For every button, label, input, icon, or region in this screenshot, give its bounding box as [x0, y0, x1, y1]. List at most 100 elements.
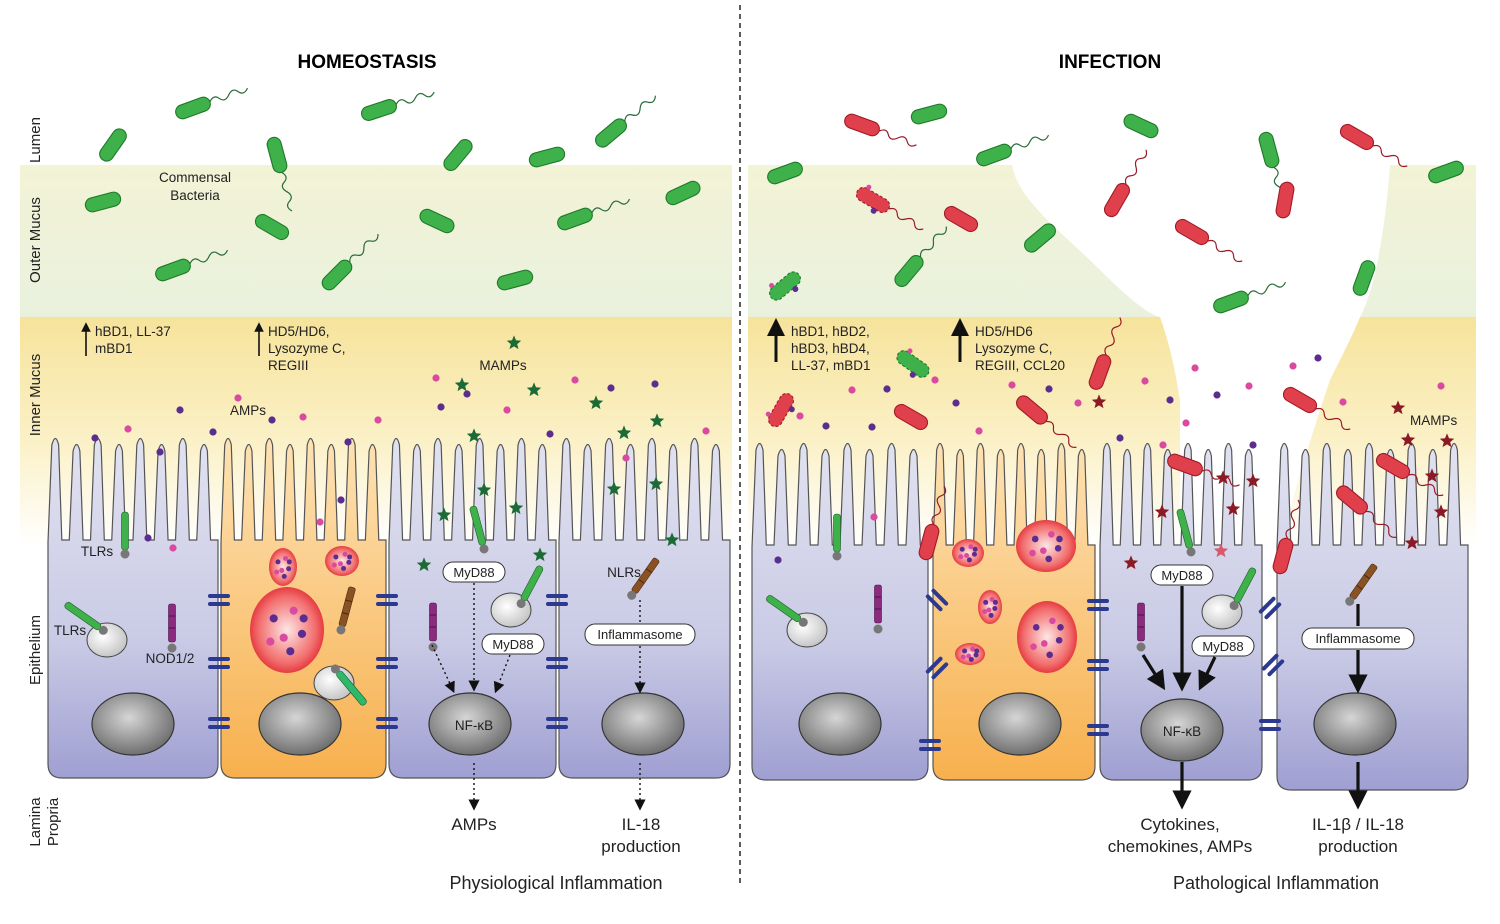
left-tlrs-top-label: TLRs — [81, 544, 114, 559]
mamp-star-5 — [616, 425, 632, 440]
mamp-star-path-4 — [1433, 504, 1449, 519]
commensal-bacterium-0 — [175, 87, 249, 120]
amp-particle-34 — [1074, 399, 1082, 407]
amp-particle-19 — [622, 454, 630, 462]
amp-particle-36 — [1141, 377, 1149, 385]
left-tlr-endosome-2 — [516, 565, 544, 609]
damaged-commensal-2 — [896, 348, 930, 378]
pathogen-bacterium-14 — [918, 485, 947, 561]
mamp-star-path-9 — [1154, 504, 1170, 519]
amp-particle-22 — [316, 518, 324, 526]
right-inner-mucus — [748, 317, 1180, 547]
right-epithelium — [751, 442, 1469, 791]
right-out-cyto: Cytokines, — [1140, 815, 1219, 834]
pathogen-bacterium-7 — [1016, 395, 1077, 448]
left-tlr-surface — [120, 511, 130, 559]
left-myd88-b: MyD88 — [481, 633, 545, 655]
left-amp-up1-line1: hBD1, LL-37 — [95, 324, 171, 339]
amp-particle-2 — [234, 394, 242, 402]
right-tlr-endosome-2 — [1229, 567, 1257, 611]
amp-particle-25 — [822, 422, 830, 430]
layer-label-lamina: Lamina — [27, 797, 44, 847]
tight-junction-left-6 — [546, 594, 568, 606]
mamp-star-13 — [416, 557, 432, 572]
tight-junction-right-3 — [919, 739, 941, 751]
left-nlr-receptor — [627, 557, 660, 600]
mamp-star-12 — [532, 547, 548, 562]
right-signal-arrows — [1141, 586, 1368, 810]
amp-particle-4 — [91, 434, 99, 442]
left-nod-label: NOD1/2 — [146, 651, 195, 666]
amp-particle-5 — [156, 448, 164, 456]
pathogen-bacterium-2 — [943, 205, 979, 233]
nucleus-right-2 — [978, 692, 1062, 756]
right-commensal-0 — [767, 161, 803, 185]
mamp-star-2 — [526, 382, 542, 397]
bacteria-layer — [84, 87, 1464, 575]
mamp-star-6 — [649, 413, 665, 428]
pathogen-bacterium-9 — [1282, 386, 1351, 431]
amp-particle-49 — [1159, 441, 1167, 449]
right-amp-up2-line2: Lysozyme C, — [975, 341, 1053, 356]
left-outer-mucus — [20, 165, 732, 317]
mamp-star-path-8 — [1225, 501, 1241, 516]
panel-title-homeostasis: HOMEOSTASIS — [298, 52, 437, 73]
amp-particle-23 — [337, 496, 345, 504]
right-myd88-b: MyD88 — [1191, 635, 1255, 657]
amp-particle-11 — [437, 403, 445, 411]
right-amp-up1-line3: LL-37, mBD1 — [791, 358, 871, 373]
mamp-star-11 — [508, 500, 524, 515]
pathogen-bacterium-11 — [1375, 452, 1444, 497]
amp-particle-13 — [503, 406, 511, 414]
right-granule-3 — [978, 590, 1002, 624]
amp-particle-35 — [1116, 434, 1124, 442]
damaged-pathogen-1 — [855, 184, 924, 231]
amp-particle-21 — [169, 544, 177, 552]
right-amp-up1-line1: hBD1, hBD2, — [791, 324, 870, 339]
damaged-commensal-1 — [769, 271, 801, 301]
tight-junction-left-7 — [546, 657, 568, 669]
amp-particle-3 — [124, 425, 132, 433]
layer-label-inner-mucus: Inner Mucus — [27, 354, 44, 437]
amp-particles — [91, 335, 1455, 572]
amp-particle-30 — [952, 399, 960, 407]
pathogen-bacterium-1 — [1339, 123, 1408, 168]
left-granule-1 — [269, 548, 297, 586]
damaged-pathogen-2 — [765, 392, 795, 428]
mamp-star-path-12 — [1091, 394, 1107, 409]
right-out-il-2: production — [1318, 837, 1397, 856]
commensal-label-2: Bacteria — [170, 188, 220, 203]
right-amp-up1-line2: hBD3, hBD4, — [791, 341, 870, 356]
left-tlr-paneth — [330, 664, 367, 706]
right-commensal-2 — [976, 134, 1050, 167]
commensal-bacterium-10 — [557, 198, 631, 231]
left-nod-receptor-2 — [428, 602, 438, 652]
amp-particle-38 — [1191, 364, 1199, 372]
right-footer: Pathological Inflammation — [1173, 873, 1379, 893]
amp-particle-6 — [268, 416, 276, 424]
tight-junction-right-1 — [1087, 659, 1109, 671]
left-enterocyte-3 — [558, 437, 731, 779]
mamp-star-path-5 — [1404, 535, 1420, 550]
left-inflammasome: Inflammasome — [584, 623, 696, 646]
svg-text:Inflammasome: Inflammasome — [1315, 631, 1400, 646]
right-commensal-9 — [1213, 281, 1287, 314]
pathogen-bacterium-13 — [1272, 499, 1301, 575]
layer-label-lumen: Lumen — [27, 117, 44, 163]
amp-particle-47 — [870, 513, 878, 521]
amp-particle-29 — [931, 376, 939, 384]
tight-junction-right-0 — [1087, 599, 1109, 611]
commensal-bacterium-12 — [155, 249, 229, 282]
tight-junction-left-5 — [376, 717, 398, 729]
mamp-star-path-0 — [1390, 400, 1406, 415]
layer-label-propria: Propria — [45, 797, 62, 846]
left-tlr-surface-2 — [469, 505, 489, 554]
left-mamps-label: MAMPs — [479, 358, 527, 373]
left-out-amps: AMPs — [451, 815, 496, 834]
amp-particle-8 — [344, 438, 352, 446]
mamp-star-9 — [648, 476, 664, 491]
tight-junction-right-4 — [1259, 719, 1281, 731]
right-out-cyto-2: chemokines, AMPs — [1108, 837, 1253, 856]
commensal-bacterium-4 — [443, 139, 473, 171]
